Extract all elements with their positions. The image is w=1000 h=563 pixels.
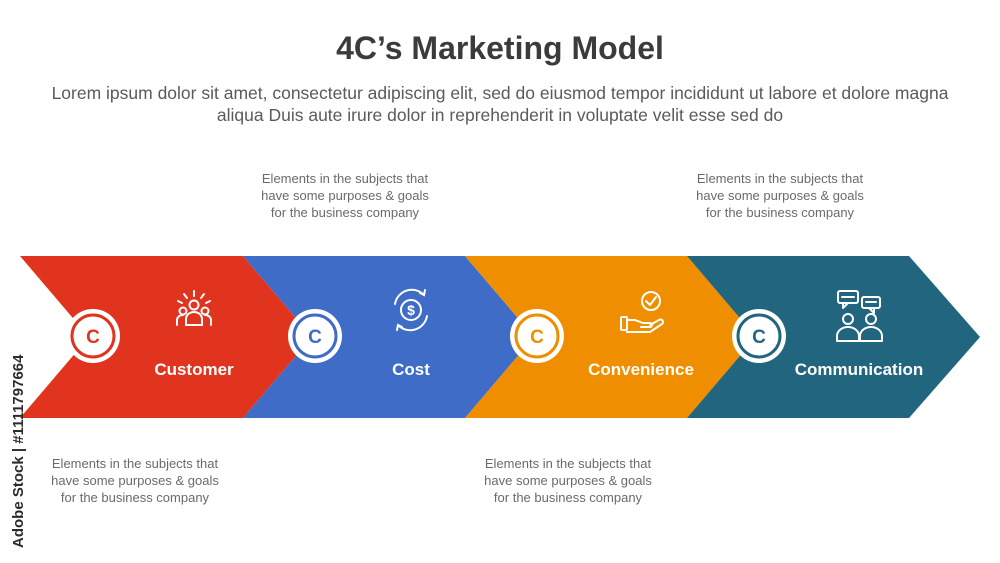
stage-note-convenience: Elements in the subjects that have some … [484,456,652,505]
stage-segment-customer [20,256,312,418]
stage-label-convenience: Convenience [588,360,694,379]
stage-segment-convenience [465,256,756,418]
stage-badge-communication: C [732,309,786,363]
group-icon [176,290,212,326]
stage-label-cost: Cost [392,360,430,379]
stage-note-cost: Elements in the subjects that have some … [261,171,429,220]
hand-check-icon [620,291,664,333]
dollar-cycle-icon: $ [394,288,428,332]
page-subtitle: Lorem ipsum dolor sit amet, consectetur … [51,83,949,125]
page-title: 4C’s Marketing Model [336,30,664,66]
svg-text:$: $ [407,302,415,318]
c-letter: C [530,327,544,348]
stage-badge-convenience: C [510,309,564,363]
stage-note-communication: Elements in the subjects that have some … [696,171,864,220]
stage-note-customer: Elements in the subjects that have some … [51,456,219,505]
c-letter: C [86,327,100,348]
stage-label-customer: Customer [154,360,234,379]
stage-segment-cost [243,256,534,418]
stock-watermark: Adobe Stock | #1111797664 [10,354,27,549]
chat-people-icon [836,290,883,342]
stage-segment-communication [687,256,980,418]
c-letter: C [752,327,766,348]
stage-badge-customer: C [66,309,120,363]
stage-badge-cost: C [288,309,342,363]
c-letter: C [308,327,322,348]
stage-label-communication: Communication [795,360,923,379]
